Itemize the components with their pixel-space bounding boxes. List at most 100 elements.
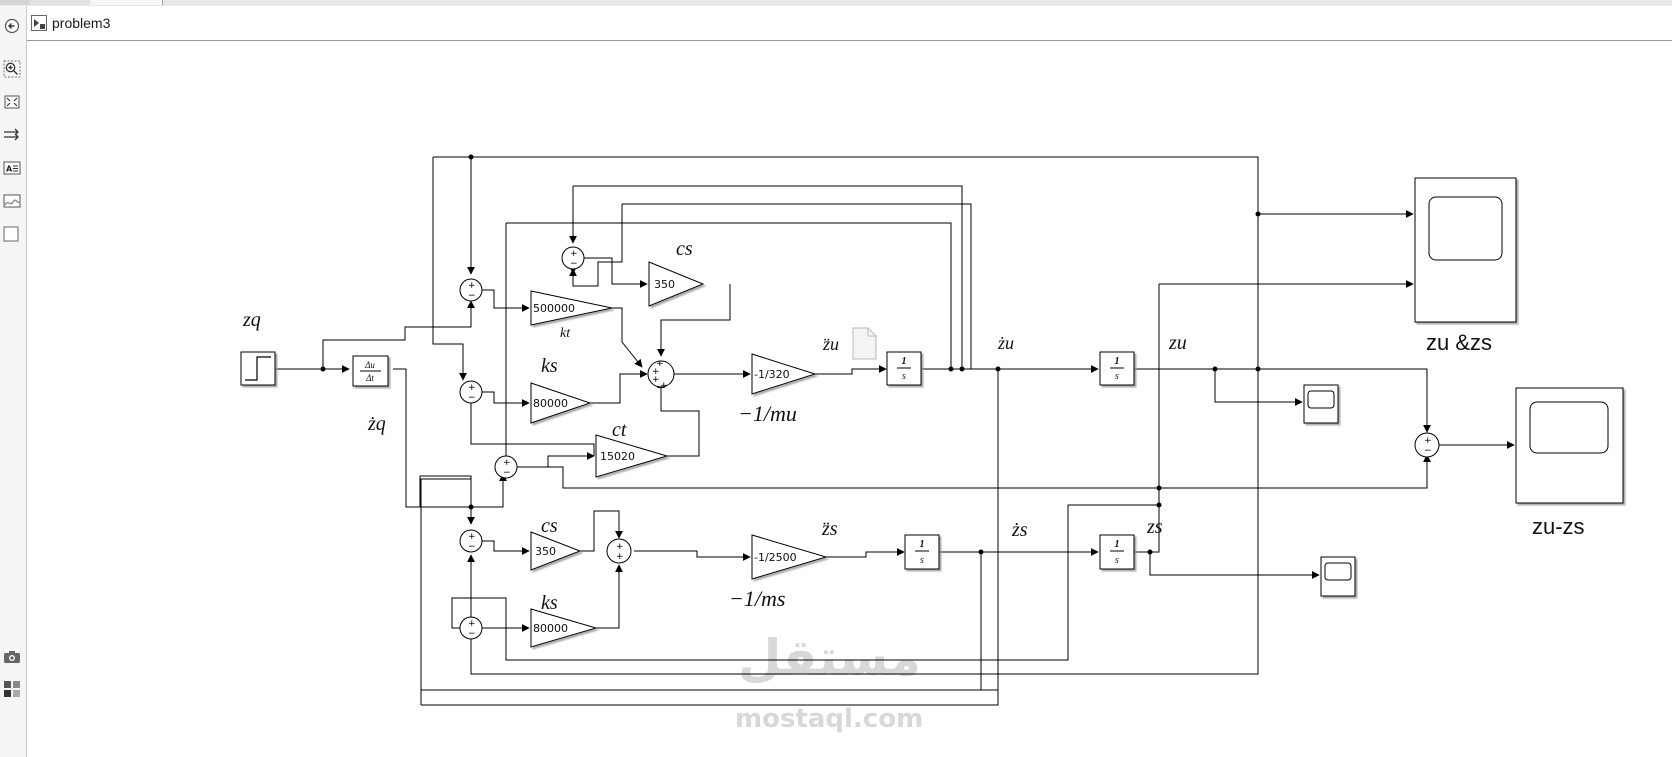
svg-text:A: A [6, 165, 13, 174]
area-icon[interactable] [1, 223, 23, 245]
svg-text:+: + [570, 249, 578, 259]
svg-text:15020: 15020 [600, 450, 635, 463]
left-toolbar: A [0, 6, 27, 757]
zu-dot-label: żu [997, 333, 1014, 353]
derivative-den: Δt [365, 373, 374, 383]
gain-ct: 15020 [595, 434, 669, 478]
svg-text:+: + [660, 381, 668, 391]
svg-text:1: 1 [902, 356, 907, 367]
scope-zu-minus-zs-label: zu-zs [1532, 514, 1585, 539]
svg-text:مستقل: مستقل [738, 629, 921, 687]
sum-blocks[interactable]: + − + − + − + − + + + + + − [459, 246, 1440, 640]
sum-difference: + − [1414, 432, 1440, 458]
scope-zs-small[interactable] [1320, 556, 1356, 597]
svg-text:-1/320: -1/320 [754, 368, 790, 381]
svg-text:−: − [503, 468, 511, 478]
svg-text:80000: 80000 [533, 397, 568, 410]
gain-cs-bottom: 350 [530, 531, 582, 571]
camera-icon[interactable] [1, 646, 23, 668]
tab-active[interactable] [90, 0, 163, 5]
gain-blocks[interactable]: 500000 kt 350 cs 80000 ks 15020 ct -1/32… [530, 238, 828, 648]
svg-text:+: + [503, 458, 511, 468]
back-icon[interactable] [1, 15, 23, 37]
ct-label: ct [612, 419, 627, 441]
svg-text:+: + [468, 383, 476, 393]
sum-ks-top: + − [459, 380, 483, 404]
svg-text:s: s [920, 555, 924, 566]
svg-text:+: + [616, 542, 624, 552]
svg-text:−: − [468, 629, 476, 639]
zoom-in-icon[interactable] [1, 58, 23, 80]
zs-ddot-label: z̈s [821, 518, 838, 540]
branch-points [320, 154, 1261, 555]
document-icon [852, 327, 877, 360]
model-breadcrumb[interactable]: problem3 [52, 15, 111, 31]
svg-text:+: + [468, 532, 476, 542]
sum-kt: + − [459, 278, 483, 302]
svg-text:1: 1 [1115, 539, 1120, 550]
svg-text:−: − [468, 291, 476, 301]
scope-zu-small[interactable] [1303, 384, 1339, 424]
signal-lines [275, 156, 1515, 706]
cs-top-label: cs [676, 238, 693, 260]
svg-text:+: + [656, 359, 664, 369]
zu-ddot-label: z̈u [822, 334, 839, 354]
svg-text:80000: 80000 [533, 622, 568, 635]
sum-unsprung: + + + + [647, 359, 675, 391]
address-bar: problem3 [27, 6, 1672, 41]
derivative-num: Δu [364, 360, 375, 370]
cs-bottom-label: cs [541, 515, 558, 537]
step-source[interactable] [240, 351, 276, 386]
svg-text:500000: 500000 [533, 302, 575, 315]
svg-text:s: s [1115, 555, 1119, 566]
inv-mu-label: −1/mu [738, 401, 797, 426]
integrator-zs: 1 s [1099, 534, 1135, 570]
zu-label: zu [1168, 332, 1187, 354]
gain-inv-mu: -1/320 [751, 353, 817, 395]
svg-text:s: s [902, 371, 906, 382]
zq-label: zq [242, 309, 261, 331]
zs-dot-label: żs [1011, 519, 1028, 541]
svg-text:s: s [1115, 371, 1119, 382]
svg-text:350: 350 [654, 278, 675, 291]
zs-label: zs [1146, 516, 1163, 538]
svg-text:−: − [1424, 446, 1432, 456]
svg-text:+: + [616, 552, 624, 562]
zq-dot-label: żq [367, 413, 386, 435]
gain-kt: 500000 [530, 290, 613, 326]
image-icon[interactable] [1, 190, 23, 212]
inv-ms-label: −1/ms [729, 586, 785, 611]
svg-text:+: + [468, 619, 476, 629]
scope-zu-minus-zs[interactable] [1515, 387, 1624, 504]
svg-text:+: + [652, 375, 660, 385]
annotation-icon[interactable]: A [1, 157, 23, 179]
integrator-zu: 1 s [1099, 351, 1135, 386]
ks-bottom-label: ks [541, 592, 558, 614]
derivative-block[interactable]: Δu Δt [352, 355, 389, 387]
svg-text:+: + [652, 367, 660, 377]
svg-text:1: 1 [1115, 356, 1120, 367]
scope-zu-zs[interactable] [1414, 177, 1517, 323]
integrator-blocks[interactable]: 1 s 1 s 1 s 1 s [886, 351, 1135, 570]
svg-text:+: + [468, 281, 476, 291]
palette-icon[interactable] [1, 678, 23, 700]
svg-text:+: + [1424, 436, 1432, 446]
svg-text:−: − [468, 542, 476, 552]
arrows-icon[interactable] [1, 124, 23, 146]
scope-zu-zs-label: zu &zs [1426, 330, 1492, 355]
svg-text:1: 1 [920, 539, 925, 550]
svg-text:mostaql.com: mostaql.com [735, 704, 923, 734]
integrator-zu-dot: 1 s [886, 351, 922, 386]
svg-text:−: − [570, 259, 578, 269]
svg-text:−: − [468, 393, 476, 403]
model-icon [31, 15, 47, 31]
watermark: مستقل mostaql.com [735, 629, 923, 734]
sum-ks-bottom: + − [459, 616, 483, 640]
gain-inv-ms: -1/2500 [751, 534, 828, 580]
svg-text:-1/2500: -1/2500 [754, 551, 797, 564]
sum-cs-bottom: + − [459, 529, 483, 553]
sum-ct: + − [494, 455, 518, 479]
fit-view-icon[interactable] [1, 91, 23, 113]
gain-cs-top: 350 [648, 261, 705, 307]
